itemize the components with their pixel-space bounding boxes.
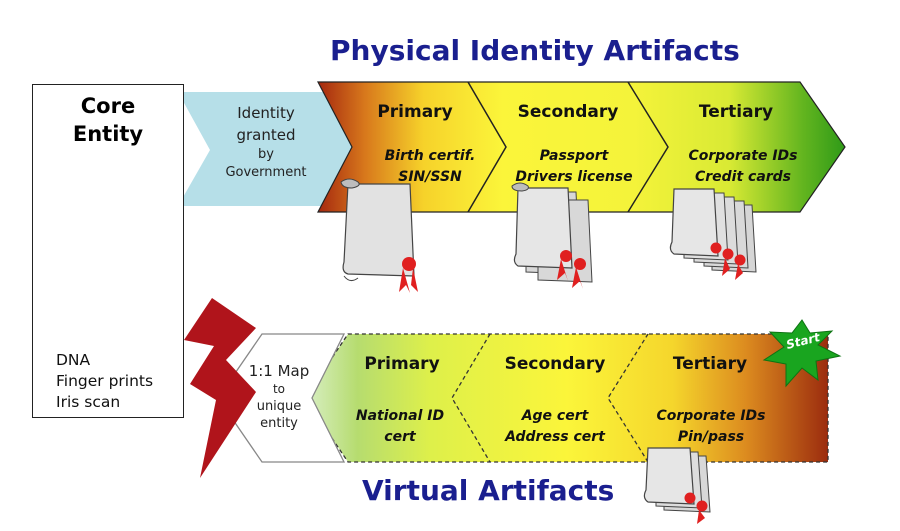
map-line: unique bbox=[256, 399, 302, 414]
core-entity-title: Core Entity bbox=[32, 92, 184, 148]
certificate-scroll-icon-1 bbox=[340, 178, 418, 293]
gov-line: Identity bbox=[237, 104, 295, 122]
stage-item: Age cert bbox=[521, 408, 589, 424]
physical-heading: Physical Identity Artifacts bbox=[330, 34, 740, 67]
virtual-tertiary-title: Tertiary bbox=[672, 354, 748, 374]
government-arrow bbox=[178, 92, 368, 206]
virtual-tertiary-items: Corporate IDs Pin/pass bbox=[636, 406, 786, 448]
stage-item: Credit cards bbox=[694, 169, 792, 185]
map-line: entity bbox=[260, 416, 298, 431]
lightning-bolt-icon bbox=[184, 298, 256, 478]
physical-primary-title: Primary bbox=[377, 102, 453, 122]
physical-primary-items: Birth certif. SIN/SSN bbox=[360, 146, 500, 188]
stage-item: Pin/pass bbox=[677, 429, 745, 445]
physical-tertiary-items: Corporate IDs Credit cards bbox=[668, 146, 818, 188]
virtual-primary-items: National ID cert bbox=[330, 406, 470, 448]
virtual-primary-title: Primary bbox=[364, 354, 440, 374]
stage-item: Address cert bbox=[505, 429, 605, 445]
map-line: 1:1 Map bbox=[248, 362, 310, 380]
biometric-item: DNA bbox=[56, 351, 91, 369]
chevron-divider-3 bbox=[451, 333, 491, 463]
map-arrow bbox=[217, 333, 346, 463]
core-title-line: Core bbox=[80, 94, 136, 118]
biometrics-list: DNA Finger prints Iris scan bbox=[56, 350, 153, 413]
physical-band bbox=[317, 81, 846, 213]
biometric-item: Iris scan bbox=[56, 393, 121, 411]
certificate-scroll-icon-3 bbox=[669, 188, 757, 280]
gov-line: by bbox=[258, 147, 274, 162]
core-title-line: Entity bbox=[72, 122, 144, 146]
stage-item: Birth certif. bbox=[384, 148, 476, 164]
certificate-scroll-icon-2 bbox=[511, 182, 593, 289]
stage-item: Passport bbox=[539, 148, 609, 164]
gov-line: granted bbox=[236, 126, 296, 144]
stage-item: Corporate IDs bbox=[688, 148, 798, 164]
biometric-item: Finger prints bbox=[56, 372, 154, 390]
gov-line: Government bbox=[225, 165, 307, 180]
stage-item: National ID bbox=[355, 408, 445, 424]
physical-secondary-title: Secondary bbox=[517, 102, 619, 122]
stage-item: Corporate IDs bbox=[656, 408, 766, 424]
physical-secondary-items: Passport Drivers license bbox=[504, 146, 644, 188]
virtual-heading: Virtual Artifacts bbox=[362, 474, 615, 507]
virtual-band bbox=[304, 333, 829, 463]
chevron-divider-1 bbox=[467, 81, 507, 213]
physical-tertiary-title: Tertiary bbox=[698, 102, 774, 122]
core-entity-box bbox=[32, 84, 184, 418]
virtual-secondary-items: Age cert Address cert bbox=[480, 406, 630, 448]
government-arrow-label: Identity granted by Government bbox=[212, 102, 320, 182]
map-arrow-label: 1:1 Map to unique entity bbox=[234, 362, 324, 432]
map-line: to bbox=[272, 382, 286, 396]
virtual-secondary-title: Secondary bbox=[504, 354, 606, 374]
stage-item: Drivers license bbox=[515, 169, 633, 185]
chevron-divider-2 bbox=[627, 81, 669, 213]
start-star-icon bbox=[762, 319, 842, 388]
stage-item: cert bbox=[384, 429, 416, 445]
certificate-scroll-icon-4 bbox=[643, 447, 711, 524]
stage-item: SIN/SSN bbox=[398, 169, 462, 185]
